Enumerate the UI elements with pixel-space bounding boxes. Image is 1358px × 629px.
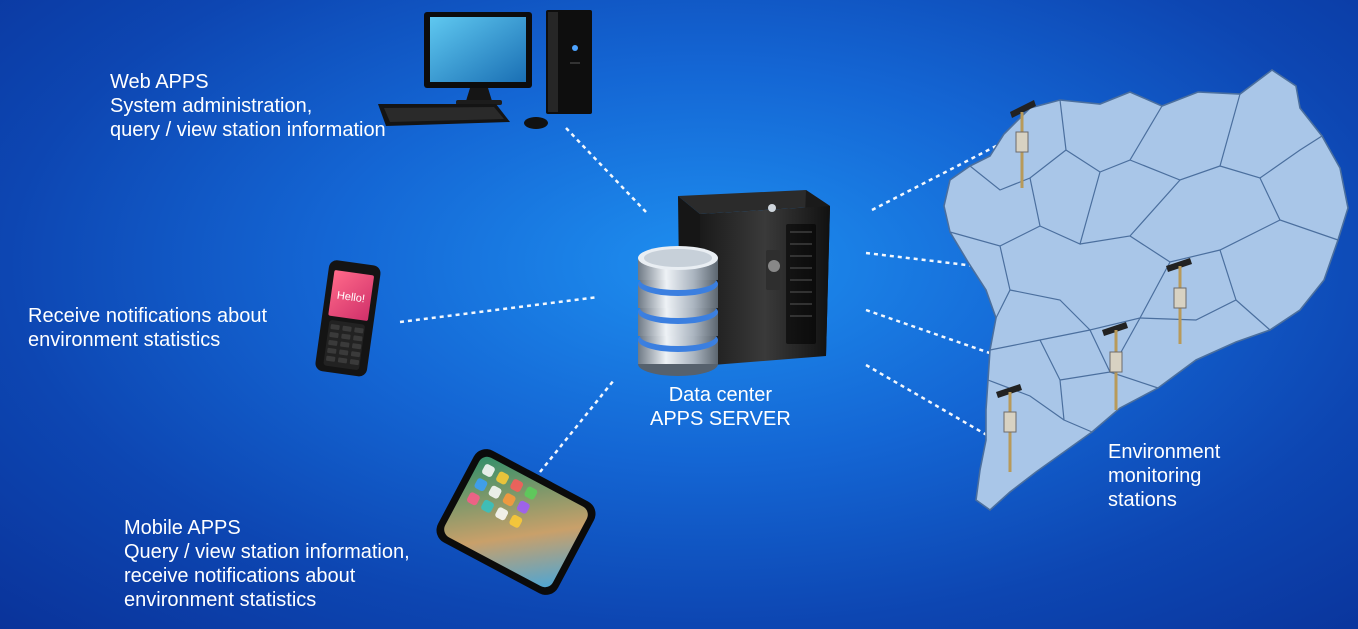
station-post-icon xyxy=(1166,258,1192,344)
feature-phone-line-1: Receive notifications about xyxy=(28,305,268,327)
data-center-label: Data center APPS SERVER xyxy=(650,383,791,431)
server-tower-icon xyxy=(678,190,830,366)
feature-phone-line-2: environment statistics xyxy=(28,329,221,351)
map-outline xyxy=(943,69,1349,512)
stations-line-1: Environment xyxy=(1108,441,1221,463)
link-mobile-to-server xyxy=(539,379,615,473)
station-post-icon xyxy=(1102,322,1128,410)
link-web-to-server xyxy=(565,127,647,213)
link-server-to-station-2 xyxy=(865,251,1161,290)
mobile-apps-label: Mobile APPS Query / view station informa… xyxy=(124,516,410,612)
web-apps-line-2: query / view station information xyxy=(110,119,386,141)
phone-screen-text: Hello! xyxy=(336,290,366,306)
feature-phone-label: Receive notifications about environment … xyxy=(28,304,267,352)
data-center-line-2: APPS SERVER xyxy=(650,408,791,430)
mobile-apps-line-3: environment statistics xyxy=(124,589,317,611)
stations-line-2: monitoring xyxy=(1108,465,1202,487)
mobile-apps-line-2: receive notifications about xyxy=(124,565,356,587)
station-post-icon xyxy=(996,384,1022,472)
data-center-line-1: Data center xyxy=(668,384,773,406)
smartphone-icon xyxy=(436,449,596,595)
link-phone-to-server xyxy=(399,295,599,324)
stations-label: Environment monitoring stations xyxy=(1108,440,1220,512)
feature-phone-icon: Hello! xyxy=(315,260,381,377)
desktop-computer-icon xyxy=(378,10,592,129)
web-apps-line-1: System administration, xyxy=(110,95,313,117)
link-server-to-station-4 xyxy=(865,363,993,440)
web-apps-title: Web APPS xyxy=(110,71,209,93)
web-apps-label: Web APPS System administration, query / … xyxy=(110,70,386,142)
database-icon xyxy=(638,246,718,376)
mobile-apps-line-1: Query / view station information, xyxy=(124,541,410,563)
stations-line-3: stations xyxy=(1108,489,1177,511)
mobile-apps-title: Mobile APPS xyxy=(124,517,241,539)
station-post-icon xyxy=(1010,100,1036,188)
